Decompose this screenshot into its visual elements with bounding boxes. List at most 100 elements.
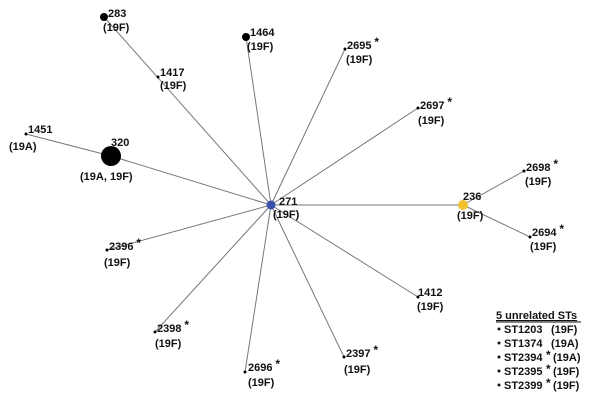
edge-271-320	[110, 155, 272, 206]
node-2696-serotype: (19F)	[248, 377, 275, 389]
edge-271-2696	[244, 204, 272, 373]
node-2698-serotype: (19F)	[525, 176, 552, 188]
node-2698-label: 2698	[526, 162, 550, 174]
legend-item-star: *	[546, 362, 551, 376]
edge-271-2396	[106, 204, 272, 251]
legend-bullet	[497, 327, 501, 331]
node-283-serotype: (19F)	[103, 22, 130, 34]
legend-item: ST2399*(19F)	[497, 376, 580, 392]
node-1451: 1451 (19A)	[9, 124, 52, 153]
node-1464-label: 1464	[250, 27, 275, 39]
legend-items: ST1203(19F)ST1374(19A)ST2394*(19A)ST2395…	[497, 324, 581, 392]
node-2694-label: 2694	[532, 227, 557, 239]
node-2695-label: 2695	[347, 40, 371, 52]
legend-item-serotype: (19A)	[553, 352, 581, 364]
node-1412-serotype: (19F)	[417, 301, 444, 313]
node-320-marker	[101, 146, 121, 166]
node-271: 271(19F)	[266, 196, 300, 221]
node-320-serotype: (19A, 19F)	[80, 171, 133, 183]
edge-271-1464	[245, 36, 272, 206]
legend-bullet	[497, 355, 501, 359]
node-2396-star: *	[136, 236, 141, 250]
edges-layer	[25, 16, 531, 373]
node-2397-star: *	[373, 343, 378, 357]
node-2396-label: 2396	[109, 241, 133, 253]
node-2697-marker	[416, 106, 420, 110]
legend-item: ST2395*(19F)	[497, 362, 580, 378]
node-2694-star: *	[559, 222, 564, 236]
node-1464-serotype: (19F)	[247, 41, 274, 53]
legend-item-serotype: (19F)	[553, 366, 580, 378]
node-2697-star: *	[447, 95, 452, 109]
node-320: 320 (19A, 19F)	[80, 137, 133, 183]
node-2397: 2397*(19F)	[342, 343, 378, 376]
edge-271-283	[103, 16, 272, 206]
node-1417: 1417(19F)	[156, 67, 187, 92]
node-1464: 1464 (19F)	[242, 27, 275, 53]
legend-item-star: *	[546, 376, 551, 390]
node-2398-star: *	[184, 318, 189, 332]
node-2694-serotype: (19F)	[530, 241, 557, 253]
node-2398-serotype: (19F)	[155, 338, 182, 350]
legend-item-st: ST2395	[504, 366, 543, 378]
node-320-label: 320	[111, 137, 129, 149]
legend-item: ST1203 (19F)	[497, 324, 578, 336]
edge-320-1451	[25, 133, 112, 157]
legend-item-st: ST1203	[504, 324, 543, 336]
node-2698: 2698*(19F)	[522, 157, 558, 188]
legend: 5 unrelated STs ST1203(19F)ST1374(19A)ST…	[496, 310, 581, 392]
node-2397-marker	[342, 355, 346, 359]
node-1412: 1412 (19F)	[416, 287, 444, 313]
legend-item: ST2394*(19A)	[497, 348, 581, 364]
node-2696-star: *	[275, 357, 280, 371]
node-2697: 2697*(19F)	[416, 95, 452, 127]
node-2397-serotype: (19F)	[344, 364, 371, 376]
legend-item-st: ST2399	[504, 380, 543, 392]
node-1451-serotype: (19A)	[9, 141, 37, 153]
edge-271-2397	[270, 204, 345, 358]
node-2696-label: 2696	[248, 362, 272, 374]
legend-bullet	[497, 369, 501, 373]
edge-271-2695	[270, 48, 346, 206]
node-2398-label: 2398	[157, 323, 181, 335]
edge-236-2694	[462, 204, 531, 238]
node-2698-marker	[522, 169, 526, 173]
legend-bullet	[497, 383, 501, 387]
legend-item: ST1374(19A)	[497, 338, 579, 350]
node-2694: 2694*(19F)	[528, 222, 564, 253]
node-236-marker	[458, 200, 468, 210]
edge-271-1412	[270, 204, 419, 298]
node-2695-serotype: (19F)	[346, 54, 373, 66]
node-236: 236 (19F)	[457, 191, 484, 222]
edge-271-2398	[154, 204, 272, 333]
node-283-label: 283	[108, 8, 126, 20]
node-2695-marker	[343, 47, 347, 51]
node-2695: 2695*(19F)	[343, 35, 379, 66]
legend-bullet	[497, 341, 501, 345]
node-2398: 2398*(19F)	[153, 318, 189, 350]
node-236-label: 236	[463, 191, 481, 203]
node-236-serotype: (19F)	[457, 210, 484, 222]
node-2697-serotype: (19F)	[418, 115, 445, 127]
legend-item-serotype: (19F)	[551, 324, 578, 336]
node-2398-marker	[153, 330, 157, 334]
node-2698-star: *	[553, 157, 558, 171]
node-283-marker	[100, 13, 108, 21]
legend-item-serotype: (19F)	[553, 380, 580, 392]
nodes-layer: 271(19F)236(19F)320(19A, 19F)283(19F)146…	[9, 8, 564, 389]
node-1464-marker	[242, 33, 250, 41]
node-2696-marker	[243, 370, 247, 374]
node-2694-marker	[528, 235, 532, 239]
node-2396-marker	[105, 248, 109, 252]
edge-271-2697	[270, 107, 419, 206]
node-1451-label: 1451	[28, 124, 52, 136]
node-2696: 2696*(19F)	[243, 357, 280, 389]
node-2396-serotype: (19F)	[104, 257, 131, 269]
node-2697-label: 2697	[420, 100, 444, 112]
node-1417-label: 1417	[160, 67, 184, 79]
node-1412-label: 1412	[418, 287, 442, 299]
node-283: 283 (19F)	[100, 8, 130, 34]
legend-item-st: ST2394	[504, 352, 543, 364]
node-271-marker	[266, 200, 276, 210]
node-271-serotype: (19F)	[273, 209, 300, 221]
